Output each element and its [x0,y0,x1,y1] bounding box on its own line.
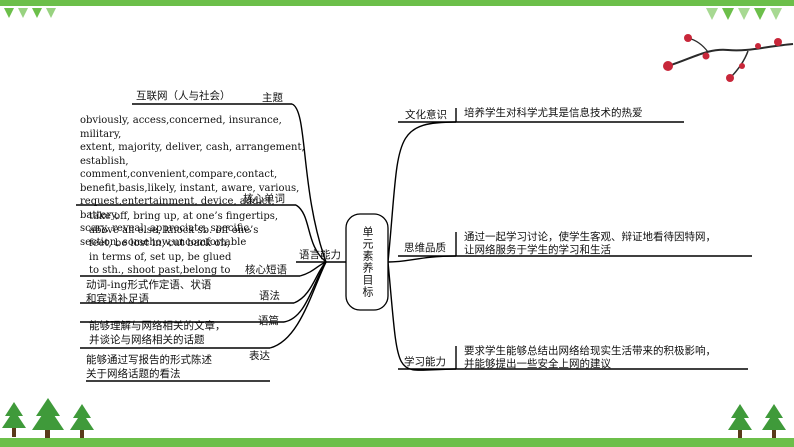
discourse-content: 能够理解与网络相关的文章， 并谈论与网络相关的话题 [89,320,226,346]
grammar-content: 动词-ing形式作定语、状语 和宾语补足语 [86,279,212,305]
vocab-label: 核心单词 [243,193,285,205]
center-node-label: 单元素养目标 [361,226,374,298]
plum-blossom-icon [663,34,794,82]
discourse-label: 语篇 [258,315,279,327]
tree-icon-right [728,404,786,438]
bottom-green-bar [0,438,794,447]
vocab-content: obviously, access,concerned, insurance, … [80,115,305,248]
thinking-content: 通过一起学习讨论，使学生客观、辩证地看待因特网， 让网络服务于学生的学习和生活 [464,231,716,256]
culture-label: 文化意识 [405,109,447,121]
expression-label: 表达 [249,350,270,362]
learning-content: 要求学生能够总结出网络给现实生活带来的积极影响， 并能够提出一些安全上网的建议 [464,345,716,370]
center-node: 单元素养目标 [346,214,388,310]
phrases-content: take off, bring up, at one’s fingertips,… [89,211,279,276]
top-green-bar [0,0,794,6]
tree-icon-left [2,398,94,438]
grammar-label: 语法 [259,290,280,302]
top-left-triangle-decoration [4,8,56,18]
topic-content: 互联网（人与社会） [136,90,231,102]
topic-label: 主题 [262,92,283,104]
top-right-triangle-decoration [706,8,782,20]
learning-label: 学习能力 [404,356,446,368]
culture-content: 培养学生对科学尤其是信息技术的热爱 [464,107,643,119]
thinking-label: 思维品质 [404,242,446,254]
phrases-label: 核心短语 [245,264,287,276]
expression-content: 能够通过写报告的形式陈述 关于网络话题的看法 [86,354,212,380]
trunk-label-language: 语言能力 [299,249,341,261]
